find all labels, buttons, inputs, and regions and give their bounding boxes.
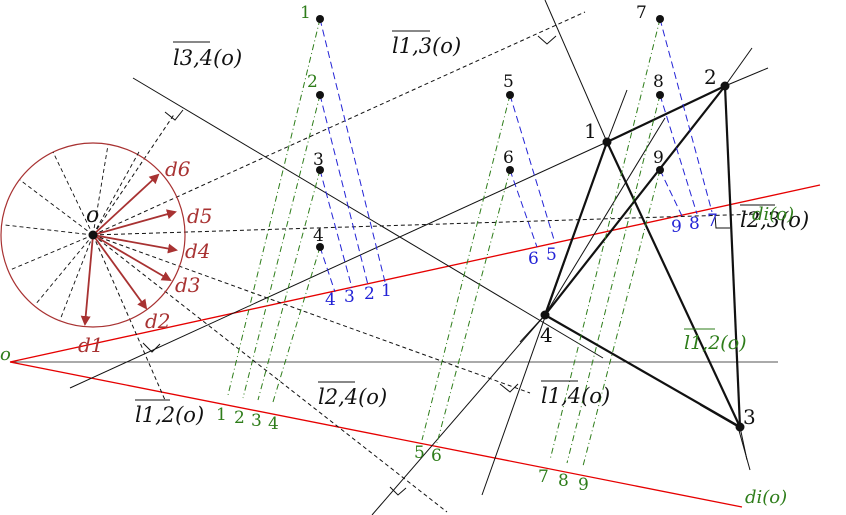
blue-proj-1: 1: [381, 281, 392, 301]
green-proj-6: 6: [431, 446, 442, 466]
direction-arrows: [80, 173, 178, 326]
arrow-d4: [92, 234, 178, 254]
label-di-top: di(o): [752, 204, 794, 225]
green-proj-7: 7: [538, 467, 549, 487]
blue-proj-2: 2: [364, 284, 375, 304]
line-v3-a: [737, 426, 751, 471]
perp-line-v4: [371, 314, 546, 515]
dashed-lines-from-o: [92, 11, 761, 513]
green-proj-1: 1: [216, 405, 227, 425]
blue-projection-lines: [319, 18, 713, 293]
point-label-9: 9: [653, 148, 664, 168]
label-l14: l1,4(o): [541, 384, 610, 408]
quadrilateral: [543, 85, 742, 428]
green-projection-lines: [227, 18, 661, 467]
label-vertex-3: 3: [743, 405, 756, 429]
blue-proj-7: 7: [707, 211, 718, 231]
green-proj-9: 9: [578, 475, 589, 495]
green-proj-5: 5: [414, 443, 425, 463]
arrow-d3: [92, 234, 172, 282]
point-label-1: 1: [300, 3, 311, 23]
line-v2-b: [724, 47, 753, 87]
blue-proj-4: 4: [325, 290, 336, 310]
center-point-o: [88, 230, 98, 240]
green-proj-2: 2: [234, 408, 245, 428]
blue-proj-9: 9: [671, 217, 682, 237]
circle-spokes: [4, 144, 141, 321]
line-v1-up: [606, 89, 628, 143]
label-di-bottom: di(o): [745, 487, 787, 508]
label-d3: d3: [175, 273, 201, 297]
label-l13: l1,3(o): [392, 34, 461, 58]
point-label-8: 8: [653, 72, 664, 92]
point-label-6: 6: [503, 148, 514, 168]
line-l13: [69, 141, 608, 389]
label-vertex-4: 4: [540, 323, 553, 347]
label-l24: l2,4(o): [318, 385, 387, 409]
perp-line-v1: [544, 0, 608, 143]
line-v2-v3-ext: [739, 426, 748, 461]
label-vertex-1: 1: [584, 119, 597, 143]
label-d2: d2: [145, 309, 171, 333]
blue-proj-5: 5: [546, 245, 557, 265]
arrow-d1: [80, 234, 94, 326]
point-label-2: 2: [307, 72, 318, 92]
right-angle-markers: [142, 35, 730, 496]
green-proj-3: 3: [251, 411, 262, 431]
label-o-left: o: [0, 344, 11, 365]
label-d4: d4: [185, 239, 211, 263]
arrow-d6: [92, 173, 160, 236]
point-label-4: 4: [313, 226, 324, 246]
label-l34: l3,4(o): [173, 46, 242, 70]
data-points: [316, 15, 745, 432]
label-d1: d1: [78, 333, 104, 357]
green-proj-8: 8: [558, 471, 569, 491]
line-v4-v3-ext: [519, 314, 546, 343]
green-proj-4: 4: [268, 414, 279, 434]
label-o-center: o: [86, 203, 99, 228]
point-label-7: 7: [636, 3, 647, 23]
line-v4-right: [544, 117, 666, 316]
line-l14: [132, 77, 604, 359]
arrow-d5: [92, 209, 177, 236]
blue-proj-3: 3: [344, 287, 355, 307]
label-d5: d5: [187, 204, 213, 228]
blue-proj-8: 8: [689, 214, 700, 234]
label-l12-green: l1,2(o): [684, 332, 747, 354]
label-l23: l2,3(o): [740, 208, 809, 232]
blue-proj-6: 6: [528, 249, 539, 269]
red-line-upper: [9, 184, 821, 363]
arrow-d2: [92, 234, 148, 310]
direction-circle: [0, 142, 186, 328]
line-v2-a: [724, 67, 769, 87]
label-d6: d6: [165, 157, 191, 181]
point-label-3: 3: [313, 150, 324, 170]
point-label-5: 5: [503, 72, 514, 92]
label-vertex-2: 2: [704, 65, 717, 89]
label-l12: l1,2(o): [135, 403, 204, 427]
red-line-lower: [9, 361, 743, 508]
